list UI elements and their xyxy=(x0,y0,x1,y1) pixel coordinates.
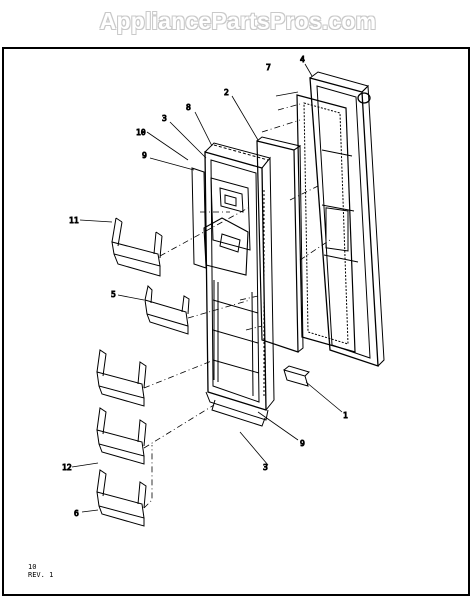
callout-3-upper: 3 xyxy=(162,114,167,123)
callout-8: 8 xyxy=(186,103,191,112)
callout-9-upper: 9 xyxy=(142,151,147,160)
revision-label: REV. 1 xyxy=(28,571,54,579)
page-number: 10 xyxy=(28,563,37,571)
inner-door-liner xyxy=(203,142,275,427)
watermark: AppliancePartsPros.com xyxy=(99,8,377,34)
callout-12: 12 xyxy=(62,463,72,472)
bottom-strip xyxy=(283,365,310,387)
door-bin-5 xyxy=(144,284,190,335)
callout-1: 1 xyxy=(343,411,348,420)
door-gasket xyxy=(296,94,356,353)
callout-4: 4 xyxy=(300,55,305,64)
outer-door-panel xyxy=(309,71,385,367)
callout-11: 11 xyxy=(69,216,79,225)
door-bin-b xyxy=(96,407,147,465)
callout-10: 10 xyxy=(136,128,146,137)
leader-lines xyxy=(71,63,343,513)
door-bin-a xyxy=(96,349,147,407)
callout-9-lower: 9 xyxy=(300,439,305,448)
callout-7: 7 xyxy=(266,63,271,72)
callout-5: 5 xyxy=(111,290,116,299)
left-trim-panel xyxy=(191,167,207,269)
door-bin-6 xyxy=(96,469,147,527)
diagram-frame xyxy=(2,47,470,596)
callout-2: 2 xyxy=(224,88,229,97)
assembly-lines xyxy=(143,103,331,509)
callout-6: 6 xyxy=(74,509,79,518)
callout-3-lower: 3 xyxy=(263,463,268,472)
door-bin-11 xyxy=(111,217,163,277)
liner-strip xyxy=(256,136,304,353)
